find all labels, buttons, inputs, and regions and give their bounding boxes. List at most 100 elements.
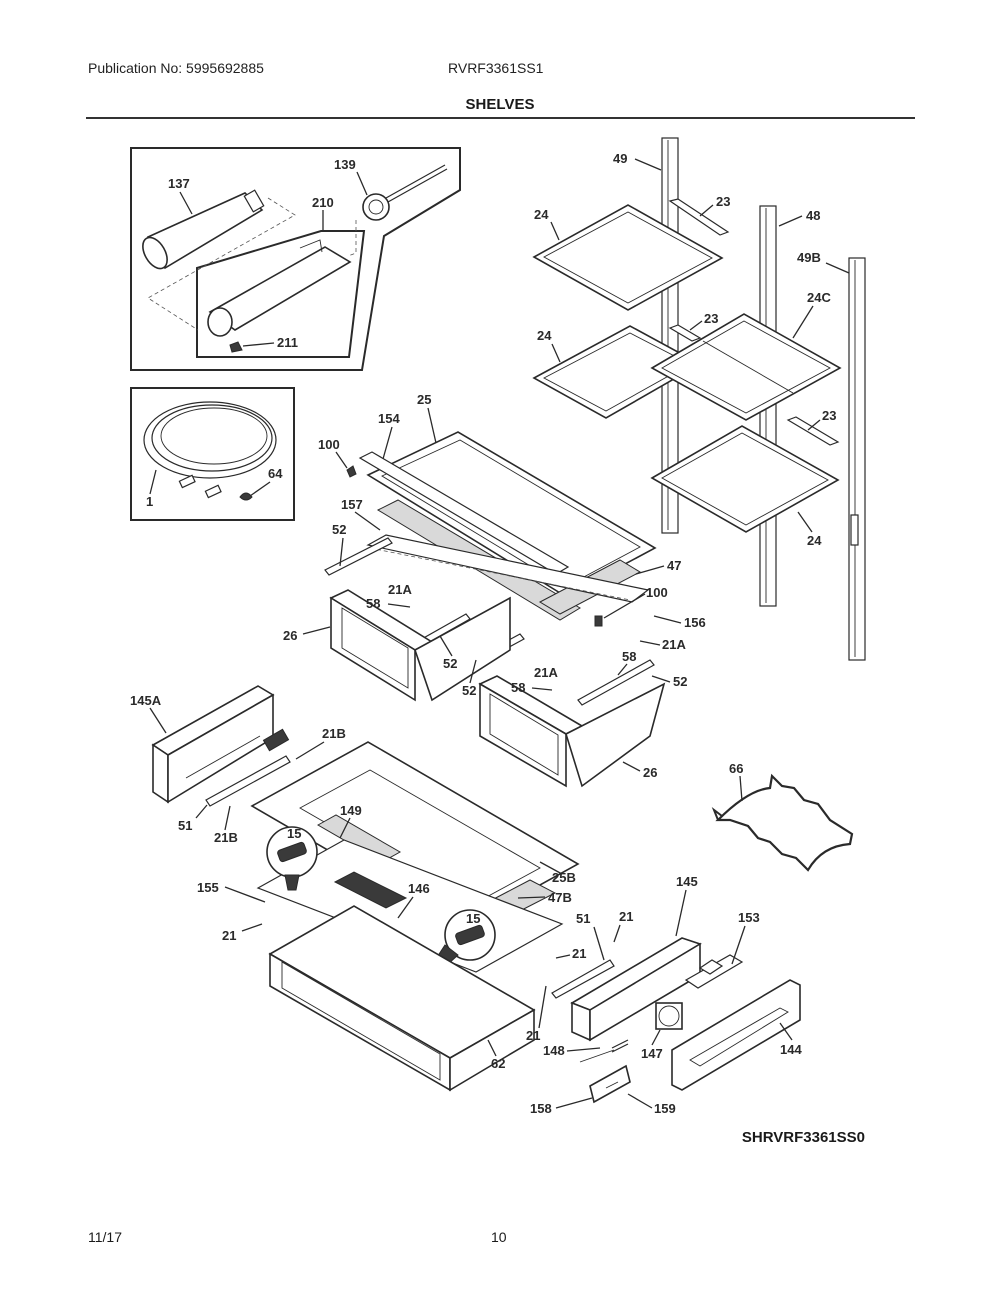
callout-211: 211 — [277, 335, 298, 350]
callout-147: 147 — [641, 1046, 663, 1061]
callout-58-b: 58 — [622, 649, 636, 664]
callout-154: 154 — [378, 411, 400, 426]
callout-21a-c: 21A — [534, 665, 558, 680]
shelf-support-23-middle — [668, 324, 702, 342]
fan-147 — [655, 1002, 683, 1030]
wire-rack-66: 66 — [711, 761, 854, 872]
control-board-158 — [589, 1064, 631, 1104]
crisper-cover-frame — [366, 431, 657, 597]
filter-head-valve — [362, 164, 448, 221]
callout-23-lower: 23 — [822, 408, 836, 423]
callout-52-c: 52 — [462, 683, 476, 698]
callout-139: 139 — [334, 157, 356, 172]
callout-21a-b: 21A — [662, 637, 686, 652]
callout-15-right: 15 — [466, 911, 480, 926]
control-module-assembly: 145 51 21 153 21 21 148 147 144 158 159 — [526, 874, 802, 1116]
crisper-drawer-right — [478, 675, 666, 788]
glass-shelf-top — [532, 204, 724, 311]
shelf-assembly: 49 23 24 48 49B 24C 23 24 23 24 — [532, 137, 866, 661]
callout-51-right: 51 — [576, 911, 590, 926]
callout-24-top: 24 — [534, 207, 549, 222]
slide-51-right — [551, 959, 615, 999]
callout-1: 1 — [146, 494, 153, 509]
callout-157: 157 — [341, 497, 363, 512]
cover-clip-100-left — [346, 465, 357, 478]
model-number: RVRF3361SS1 — [448, 60, 544, 76]
callout-21b-bottom: 21B — [214, 830, 238, 845]
cover-clip-100-right — [594, 615, 603, 627]
callout-49b: 49B — [797, 250, 821, 265]
callout-25b: 25B — [552, 870, 576, 885]
water-filter-inset: 137 139 210 211 — [130, 147, 461, 371]
footer-page-number: 10 — [491, 1229, 507, 1245]
filter-housing — [207, 239, 352, 337]
callout-15-left: 15 — [287, 826, 301, 841]
callout-66: 66 — [729, 761, 743, 776]
shelf-rail-49b — [848, 257, 866, 661]
callout-137: 137 — [168, 176, 190, 191]
drawer-slide-52-d — [577, 659, 655, 706]
callout-24-middle: 24 — [537, 328, 552, 343]
callout-49: 49 — [613, 151, 627, 166]
water-filter-cartridge — [142, 189, 265, 270]
diagram-code: SHRVRF3361SS0 — [741, 1129, 865, 1146]
callout-52-d: 52 — [673, 674, 687, 689]
callout-64: 64 — [268, 466, 283, 481]
callout-51-left: 51 — [178, 818, 192, 833]
glass-shelf-split-24c — [650, 313, 842, 421]
callout-21-bottom: 21 — [526, 1028, 540, 1043]
callout-26-left: 26 — [283, 628, 297, 643]
callout-100-right: 100 — [646, 585, 668, 600]
callout-155: 155 — [197, 880, 219, 895]
water-line-inset-frame — [130, 387, 295, 521]
callout-146: 146 — [408, 881, 430, 896]
callout-158: 158 — [530, 1101, 552, 1116]
callout-23-middle: 23 — [704, 311, 718, 326]
callout-47: 47 — [667, 558, 681, 573]
glass-shelf-bottom — [650, 425, 840, 533]
crisper-drawer-left — [329, 589, 511, 702]
section-title: SHELVES — [465, 96, 535, 113]
drawer-slide-52-a — [324, 537, 393, 576]
callout-62: 62 — [491, 1056, 505, 1071]
callout-58-c: 58 — [511, 680, 525, 695]
callout-21b-top: 21B — [322, 726, 346, 741]
water-line-inset: 1 64 — [130, 387, 295, 521]
callout-21a-a: 21A — [388, 582, 412, 597]
callout-149: 149 — [340, 803, 362, 818]
control-housing-145a: 145A 21B 51 21B — [130, 685, 346, 845]
board-146 — [333, 871, 408, 909]
callout-159: 159 — [654, 1101, 676, 1116]
callout-47b: 47B — [548, 890, 572, 905]
footer-date: 11/17 — [88, 1229, 122, 1245]
callout-100-left: 100 — [318, 437, 340, 452]
callout-48: 48 — [806, 208, 820, 223]
callout-145: 145 — [676, 874, 698, 889]
shelf-support-23-top — [668, 198, 730, 236]
lower-drawer-assembly: 149 15 25B 155 146 47B 15 21 62 — [197, 741, 580, 1092]
callout-58-a: 58 — [366, 596, 380, 611]
callout-21-mid: 21 — [572, 946, 586, 961]
heater-148 — [611, 1039, 629, 1049]
header-rule — [86, 117, 915, 119]
callout-148: 148 — [543, 1043, 565, 1058]
shelf-support-23-lower — [786, 416, 840, 446]
callout-52-b: 52 — [443, 656, 457, 671]
callout-52-a: 52 — [332, 522, 346, 537]
crisper-assembly: 25 154 100 157 52 21A 58 26 52 52 47 100… — [283, 392, 706, 788]
callout-24-bottom: 24 — [807, 533, 822, 548]
filter-inset-frame — [130, 147, 461, 371]
callout-25: 25 — [417, 392, 431, 407]
cover-plate-144 — [671, 979, 801, 1091]
filter-housing-clip — [229, 341, 243, 353]
publication-number: Publication No: 5995692885 — [88, 60, 264, 76]
callout-26-right: 26 — [643, 765, 657, 780]
tubing-clip — [239, 492, 253, 501]
filter-housing-subframe — [196, 230, 366, 358]
callout-24c: 24C — [807, 290, 831, 305]
slide-51-left — [205, 755, 291, 807]
crisper-cover-front-trim — [358, 451, 570, 575]
callout-153: 153 — [738, 910, 760, 925]
callout-21-left: 21 — [222, 928, 236, 943]
